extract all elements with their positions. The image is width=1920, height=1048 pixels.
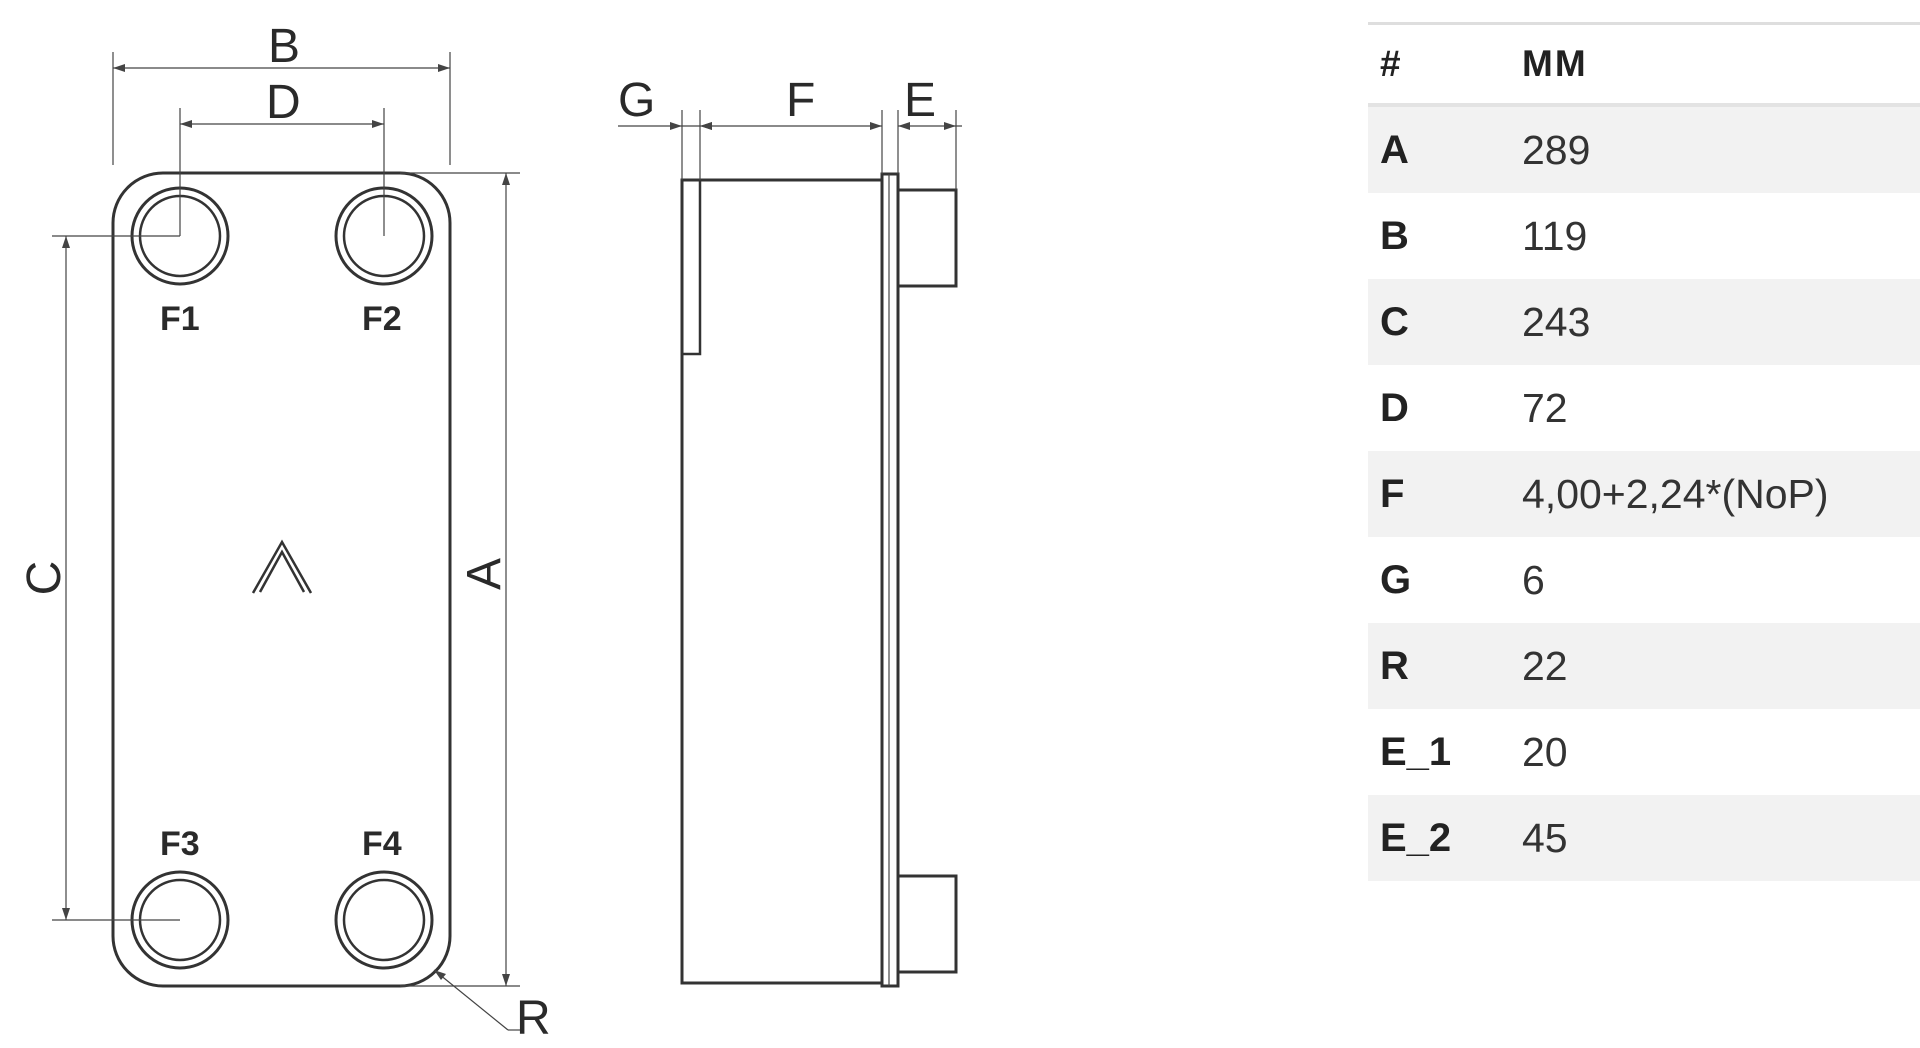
dimension-e: E (897, 74, 962, 190)
table-row: D 72 (1368, 365, 1920, 451)
dim-label-d: D (266, 76, 301, 129)
dimension-r: R (433, 969, 551, 1045)
row-key: E_1 (1380, 729, 1452, 774)
flow-chevron-icon (251, 539, 313, 594)
row-value: 20 (1522, 728, 1568, 775)
heat-exchanger-drawing: F1 F2 F3 F4 B D C (18, 20, 962, 1045)
connection-top (896, 188, 958, 288)
cover-plate (680, 178, 702, 356)
row-key: F (1380, 471, 1405, 516)
port-label-f2: F2 (362, 300, 402, 338)
dim-label-a: A (458, 558, 511, 590)
row-value: 6 (1522, 556, 1545, 603)
row-key: E_2 (1380, 815, 1452, 860)
pressure-plate (880, 172, 900, 988)
connection-bottom (896, 874, 958, 974)
dim-label-b: B (268, 20, 300, 73)
dimension-b: B (112, 20, 451, 165)
dimension-a: A (400, 172, 520, 987)
dim-label-g: G (618, 74, 655, 127)
dim-label-f: F (786, 74, 815, 127)
side-view: G F E (618, 74, 962, 988)
dimension-g: G (618, 74, 712, 180)
front-view: F1 F2 F3 F4 B D C (18, 20, 551, 1045)
row-value: 45 (1522, 814, 1568, 861)
dim-label-r: R (516, 992, 551, 1045)
row-value: 4,00+2,24*(NoP) (1522, 470, 1829, 517)
table-row: R 22 (1368, 623, 1920, 709)
table-header-row: # MM (1368, 25, 1920, 107)
port-label-f3: F3 (160, 825, 200, 863)
row-value: 22 (1522, 642, 1568, 689)
row-value: 72 (1522, 384, 1568, 431)
dimension-c: C (18, 235, 180, 921)
row-value: 289 (1522, 126, 1591, 173)
dimension-f: F (700, 74, 883, 174)
dim-label-e: E (904, 74, 936, 127)
table-top-rule (1368, 22, 1920, 25)
row-value: 119 (1522, 212, 1588, 259)
header-unit: MM (1522, 43, 1588, 84)
row-key: D (1380, 385, 1409, 430)
table-row: B 119 (1368, 193, 1920, 279)
table-row: G 6 (1368, 537, 1920, 623)
side-body (680, 178, 884, 985)
table-row: A 289 (1368, 107, 1920, 193)
table-row: F 4,00+2,24*(NoP) (1368, 451, 1920, 537)
row-value: 243 (1522, 298, 1591, 345)
plate-outline (111, 171, 452, 988)
table-row: C 243 (1368, 279, 1920, 365)
row-key: G (1380, 557, 1412, 602)
row-key: A (1380, 127, 1409, 172)
row-key: R (1380, 643, 1409, 688)
row-key: B (1380, 213, 1409, 258)
table-row: E_1 20 (1368, 709, 1920, 795)
row-key: C (1380, 299, 1409, 344)
dimension-table: # MM A 289 B 119 C 243 D 72 F 4,00+2,24*… (1368, 22, 1920, 881)
port-label-f1: F1 (160, 300, 200, 338)
dim-label-c: C (18, 561, 71, 596)
header-key: # (1380, 43, 1401, 84)
dimension-d: D (179, 76, 385, 236)
port-label-f4: F4 (362, 825, 402, 863)
table-row: E_2 45 (1368, 795, 1920, 881)
port-f4 (334, 870, 434, 970)
